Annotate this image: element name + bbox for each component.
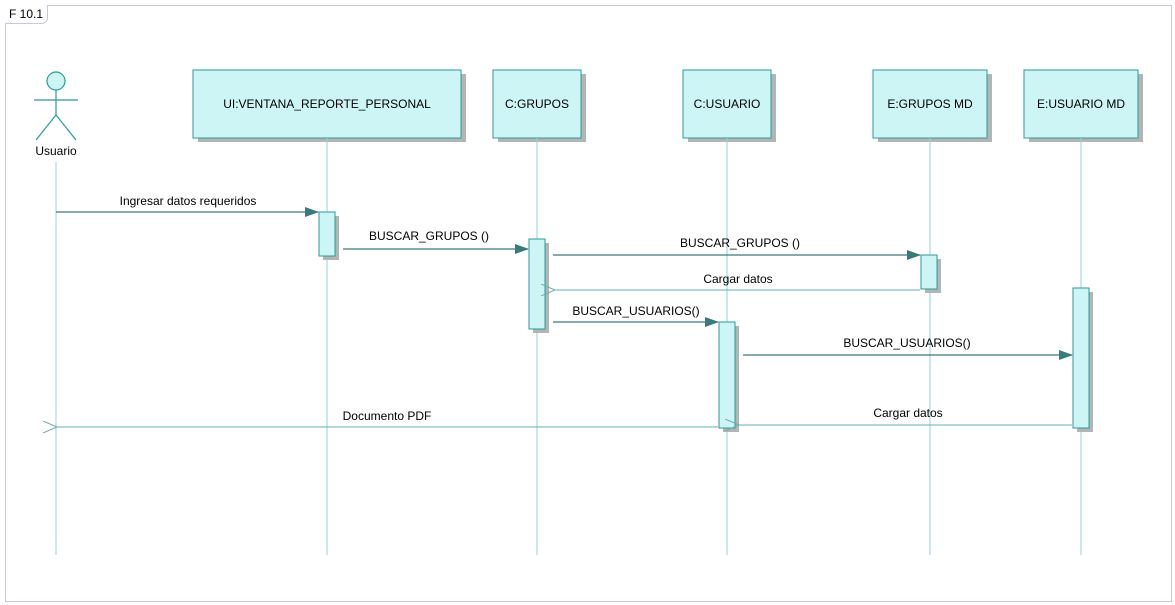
message-buscar-grupos-1: BUSCAR_GRUPOS () — [343, 229, 529, 254]
message-label: Ingresar datos requeridos — [120, 194, 257, 208]
lifeline-cusuario: C:USUARIO — [682, 69, 776, 142]
message-documento-pdf: Documento PDF — [57, 409, 718, 427]
message-label: BUSCAR_USUARIOS() — [572, 304, 699, 318]
message-label: BUSCAR_GRUPOS () — [680, 236, 800, 250]
message-ingresar-datos: Ingresar datos requeridos — [56, 194, 319, 217]
lifeline-name: E:USUARIO MD — [1037, 97, 1125, 111]
actor-usuario: Usuario — [34, 71, 78, 158]
lifeline-name: E:GRUPOS MD — [887, 97, 973, 111]
activation-cgrupos — [528, 238, 549, 333]
lifeline-egrupos: E:GRUPOS MD — [872, 69, 992, 142]
message-cargar-datos-2: Cargar datos — [739, 406, 1072, 425]
message-buscar-grupos-2: BUSCAR_GRUPOS () — [553, 236, 921, 260]
lifeline-eusuario: E:USUARIO MD — [1023, 69, 1143, 142]
activation-cusuario — [718, 321, 739, 432]
activation-egrupos — [920, 254, 941, 293]
lifeline-box — [682, 69, 772, 139]
message-buscar-usuarios-1: BUSCAR_USUARIOS() — [553, 304, 719, 327]
lifeline-name: UI:VENTANA_REPORTE_PERSONAL — [223, 97, 431, 111]
message-cargar-datos-1: Cargar datos — [555, 272, 920, 290]
actor-name: Usuario — [35, 144, 77, 158]
message-label: Documento PDF — [343, 409, 432, 423]
lifeline-ui: UI:VENTANA_REPORTE_PERSONAL — [192, 69, 466, 142]
lifeline-box — [1023, 69, 1139, 139]
actor-leg-right — [55, 114, 77, 141]
message-label: BUSCAR_USUARIOS() — [843, 336, 970, 350]
message-label: BUSCAR_GRUPOS () — [369, 229, 489, 243]
diagram-frame — [5, 5, 1172, 602]
message-label: Cargar datos — [873, 406, 942, 420]
actor-head — [46, 71, 66, 91]
lifeline-name: C:USUARIO — [694, 97, 761, 111]
message-buscar-usuarios-2: BUSCAR_USUARIOS() — [743, 336, 1073, 360]
activation-ui — [318, 211, 339, 260]
actor-leg-left — [35, 114, 57, 141]
frame-label: F 10.1 — [5, 5, 49, 24]
activation-eusuario — [1072, 287, 1093, 432]
lifeline-name: C:GRUPOS — [505, 97, 569, 111]
lifeline-box — [192, 69, 462, 139]
message-label: Cargar datos — [703, 272, 772, 286]
lifeline-cgrupos: C:GRUPOS — [492, 69, 586, 142]
